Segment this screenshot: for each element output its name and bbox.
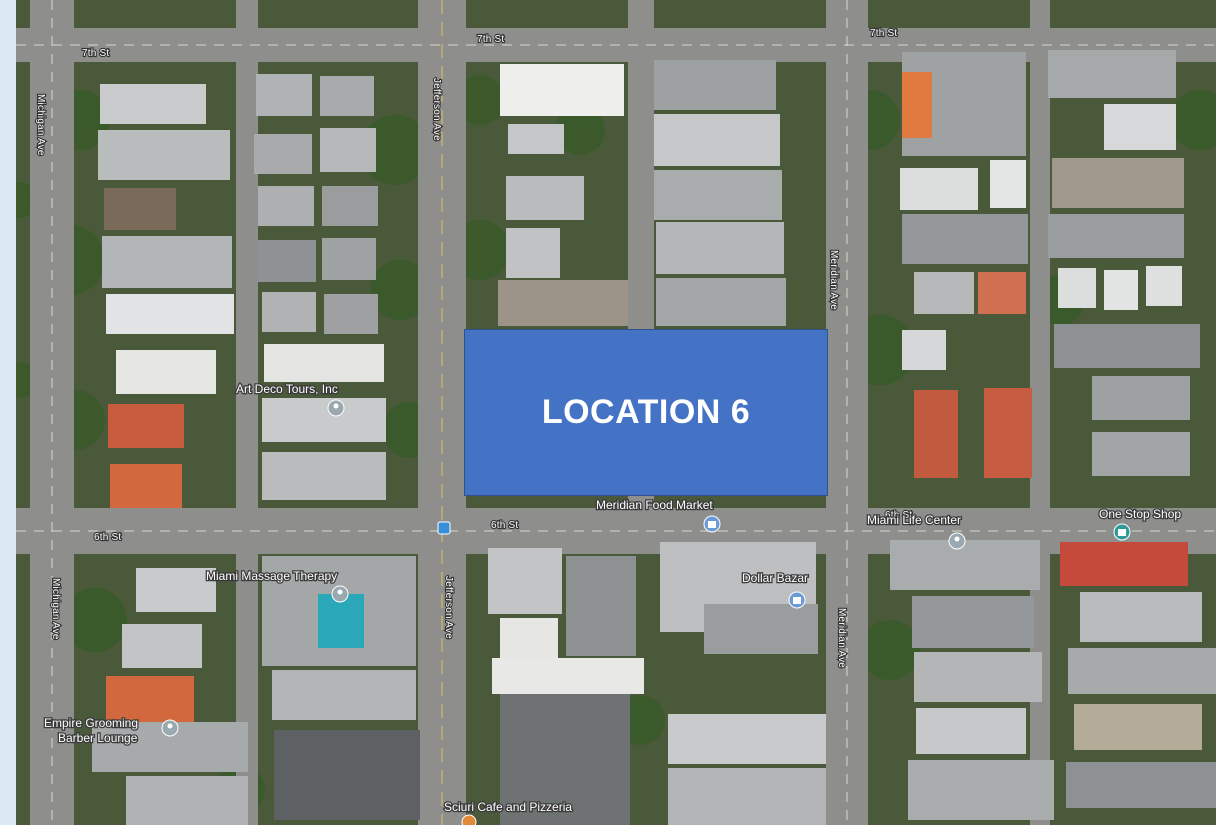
street-label-meridian-ave: Meridian Ave bbox=[836, 608, 847, 668]
street-label-meridian-ave: Meridian Ave bbox=[828, 250, 839, 310]
street-label-michigan-ave: Michigan Ave bbox=[35, 94, 46, 156]
poi-label-one-stop-shop[interactable]: One Stop Shop bbox=[1098, 506, 1183, 523]
map-pin-icon[interactable] bbox=[331, 585, 349, 603]
street-label-6th-st: 6th St bbox=[885, 510, 912, 521]
shopping-bag-icon[interactable] bbox=[1113, 523, 1131, 541]
bus-stop-icon[interactable] bbox=[437, 521, 451, 535]
poi-label-miami-massage-therapy[interactable]: Miami Massage Therapy bbox=[205, 568, 339, 585]
street-label-7th-st: 7th St bbox=[477, 34, 504, 45]
street-label-6th-st: 6th St bbox=[94, 532, 121, 543]
map-pin-icon[interactable] bbox=[161, 719, 179, 737]
shopping-bag-icon[interactable] bbox=[703, 515, 721, 533]
map-pin-icon[interactable] bbox=[948, 532, 966, 550]
location-label: LOCATION 6 bbox=[541, 393, 751, 431]
poi-label-barber-lounge[interactable]: Barber Lounge bbox=[57, 730, 139, 747]
map-pin-icon[interactable] bbox=[327, 399, 345, 417]
lane-markings bbox=[16, 0, 1216, 825]
street-label-7th-st: 7th St bbox=[82, 48, 109, 59]
street-label-7th-st: 7th St bbox=[870, 28, 897, 39]
street-label-jefferson-ave: Jefferson Ave bbox=[443, 576, 454, 639]
buildings bbox=[92, 50, 1216, 825]
street-label-6th-st: 6th St bbox=[491, 520, 518, 531]
poi-label-art-deco-tours[interactable]: Art Deco Tours, Inc bbox=[235, 381, 339, 398]
poi-label-empire-grooming[interactable]: Empire Grooming bbox=[43, 715, 140, 732]
poi-label-sciuri-cafe[interactable]: Sciuri Cafe and Pizzeria bbox=[443, 799, 574, 816]
poi-label-dollar-bazar[interactable]: Dollar Bazar bbox=[741, 570, 810, 587]
shopping-bag-icon[interactable] bbox=[788, 591, 806, 609]
satellite-map[interactable]: 7th St 7th St 7th St 6th St 6th St 6th S… bbox=[16, 0, 1216, 825]
poi-label-meridian-food-market[interactable]: Meridian Food Market bbox=[595, 497, 715, 514]
poi-label-miami-life-center[interactable]: Miami Life Center bbox=[866, 512, 963, 529]
street-label-michigan-ave: Michigan Ave bbox=[50, 578, 61, 640]
map-pin-icon[interactable] bbox=[461, 814, 477, 825]
location-overlay-box: LOCATION 6 bbox=[464, 329, 828, 496]
street-label-jefferson-ave: Jefferson Ave bbox=[431, 78, 442, 141]
